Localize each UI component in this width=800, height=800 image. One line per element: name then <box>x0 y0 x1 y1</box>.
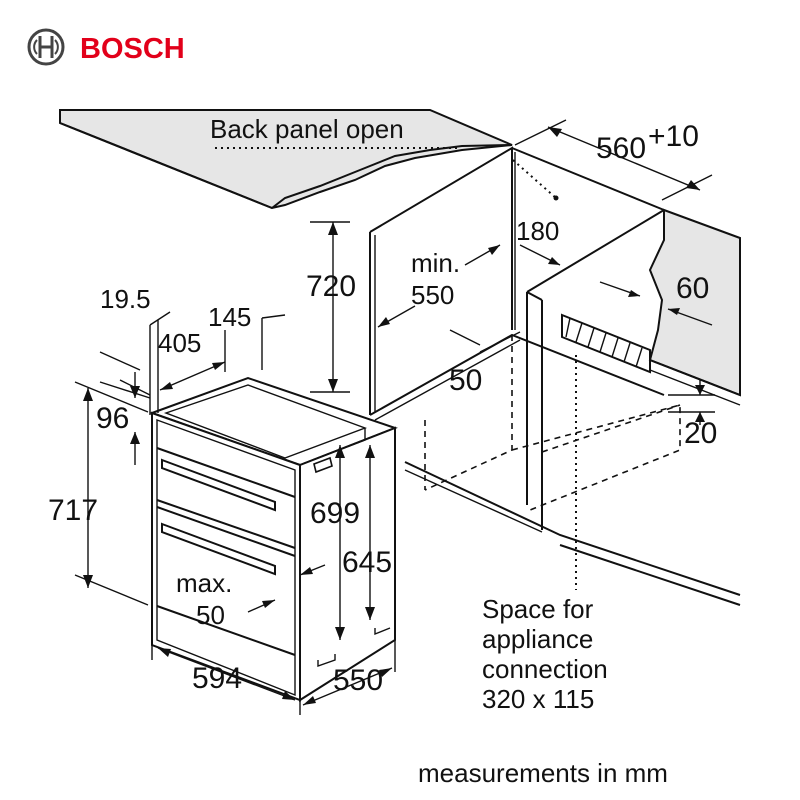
dim-645: 645 <box>342 546 392 579</box>
dim-19-5: 19.5 <box>100 284 151 314</box>
dim-niche-width-tolerance: +10 <box>648 120 699 153</box>
dim-720: 720 <box>306 270 356 303</box>
bosch-armature-icon <box>27 28 65 66</box>
connection-space <box>512 159 651 590</box>
back-panel-label: Back panel open <box>210 114 404 144</box>
dim-50-top: 50 <box>449 364 482 397</box>
connection-note-line4: 320 x 115 <box>482 684 594 714</box>
bosch-logo: BOSCH <box>27 28 185 66</box>
dim-96: 96 <box>96 402 129 435</box>
dim-60: 60 <box>676 272 709 305</box>
dim-594: 594 <box>192 662 242 695</box>
dim-717: 717 <box>48 494 98 527</box>
dim-180: 180 <box>516 216 559 246</box>
dim-min-label: min. <box>411 248 460 278</box>
dim-699: 699 <box>310 497 360 530</box>
dimension-lines <box>74 119 715 715</box>
dim-min-550: 550 <box>411 280 454 310</box>
cabinet-niche <box>369 146 741 606</box>
connection-note-line2: appliance <box>482 624 593 654</box>
dim-145: 145 <box>208 302 251 332</box>
dim-550-bottom: 550 <box>333 664 383 697</box>
worktop <box>59 109 513 210</box>
dim-405: 405 <box>158 328 201 358</box>
dim-20: 20 <box>684 417 717 450</box>
dim-niche-width: 560 <box>596 132 646 165</box>
dim-max-50: 50 <box>196 600 225 630</box>
connection-note-line3: connection <box>482 654 608 684</box>
oven <box>149 376 398 702</box>
units-note: measurements in mm <box>418 758 668 788</box>
brand-name: BOSCH <box>80 33 185 65</box>
connection-note-line1: Space for <box>482 594 594 624</box>
dim-max-label: max. <box>176 568 232 598</box>
